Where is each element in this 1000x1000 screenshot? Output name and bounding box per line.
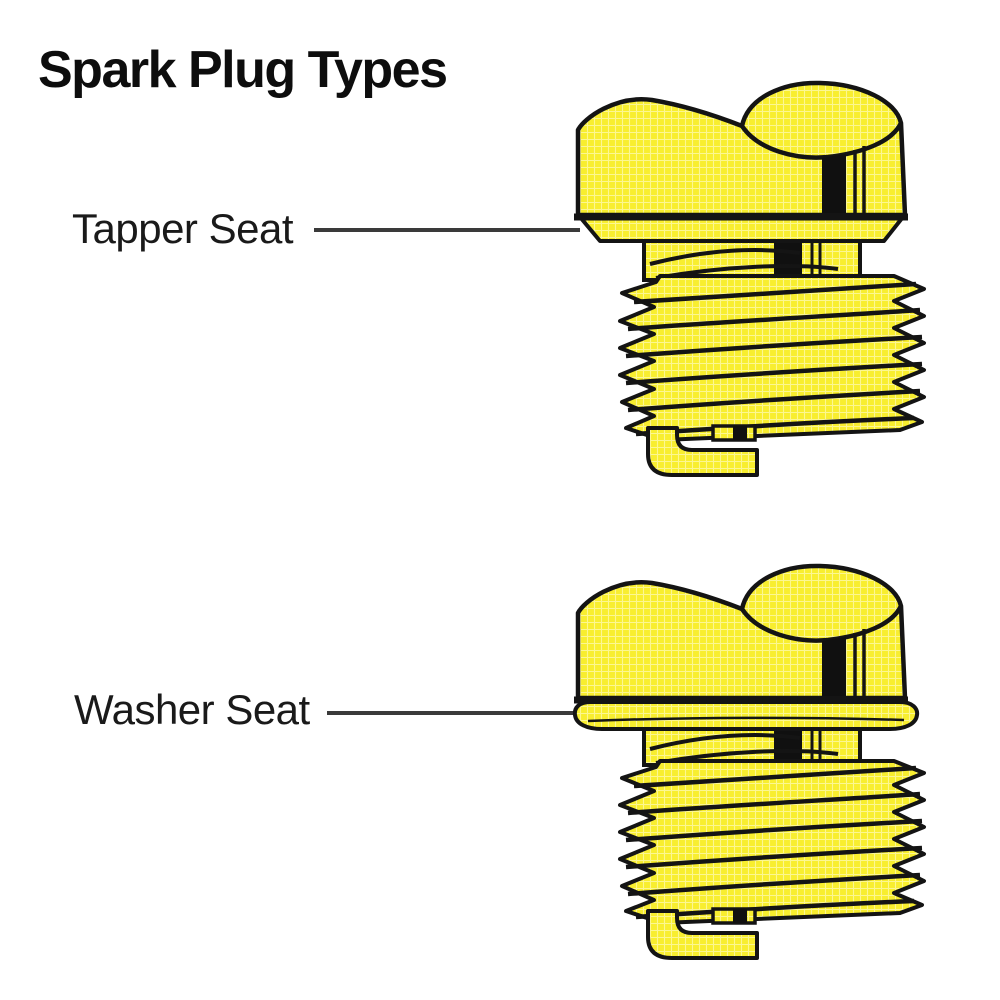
hex-head bbox=[574, 80, 908, 221]
center-electrode bbox=[711, 424, 757, 442]
ground-electrode bbox=[646, 909, 759, 960]
hex-head bbox=[574, 563, 908, 704]
leader-line-washer-seat bbox=[327, 711, 580, 715]
hex-shadow-stripe bbox=[822, 637, 846, 696]
center-electrode bbox=[711, 907, 757, 925]
ground-electrode bbox=[646, 426, 759, 477]
threaded-section bbox=[618, 759, 926, 925]
leader-line-tapper-seat bbox=[314, 228, 580, 232]
spark-plug-washer-seat-illustration bbox=[572, 563, 926, 960]
hex-shadow-stripe bbox=[822, 154, 846, 213]
label-washer-seat: Washer Seat bbox=[74, 686, 310, 733]
threaded-section bbox=[618, 274, 926, 442]
spark-plug-taper-seat-illustration bbox=[574, 80, 926, 477]
label-tapper-seat: Tapper Seat bbox=[72, 205, 294, 252]
washer-seat bbox=[572, 700, 920, 731]
page-title: Spark Plug Types bbox=[38, 41, 448, 99]
taper-seat bbox=[578, 215, 905, 243]
